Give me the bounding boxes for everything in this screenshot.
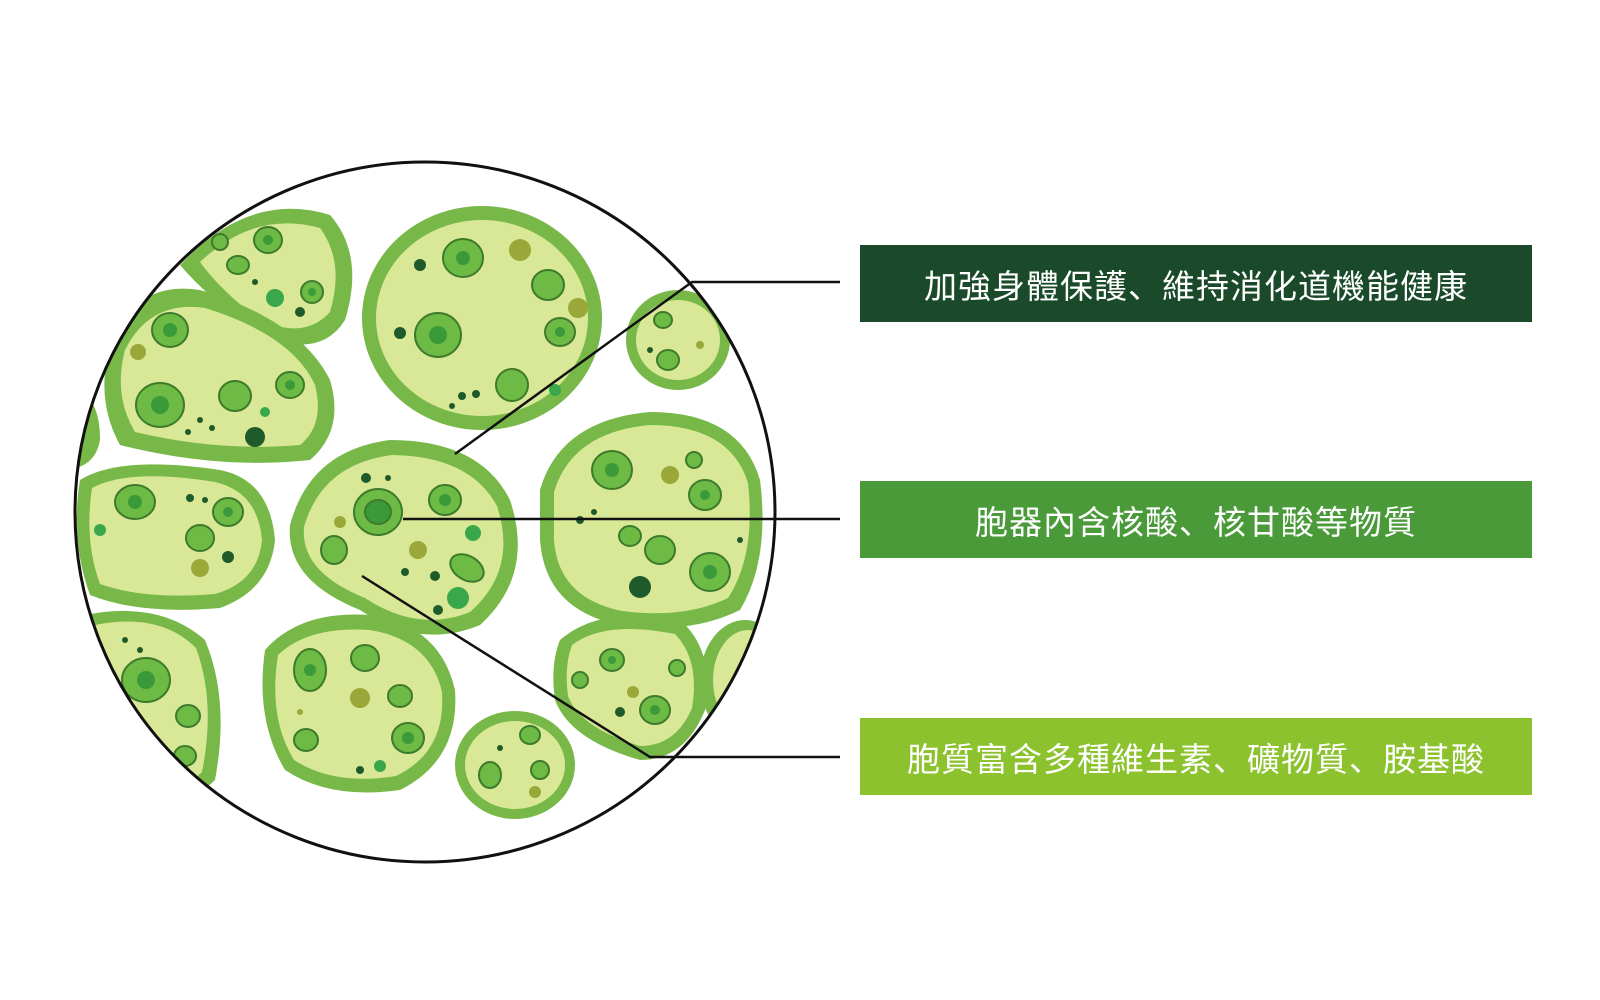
label-text: 胞器內含核酸、核甘酸等物質: [975, 502, 1417, 542]
leader-line-3: [361, 574, 840, 759]
cell: [262, 614, 456, 793]
label-text: 加強身體保護、維持消化道機能健康: [924, 266, 1468, 306]
cell-cluster: [75, 206, 775, 819]
cell: [626, 290, 730, 390]
label-box-protection: 加強身體保護、維持消化道機能健康: [860, 245, 1532, 322]
label-text: 胞質富含多種維生素、礦物質、胺基酸: [907, 739, 1485, 779]
cell: [700, 620, 775, 740]
cell: [362, 206, 602, 430]
cell: [455, 711, 575, 819]
cell: [289, 440, 518, 635]
label-box-cytoplasm: 胞質富含多種維生素、礦物質、胺基酸: [860, 718, 1532, 795]
label-box-organelle: 胞器內含核酸、核甘酸等物質: [860, 481, 1532, 558]
cell: [104, 288, 335, 463]
magnifier-circle: [73, 160, 777, 864]
leader-lines: [361, 280, 840, 759]
leader-line-1: [454, 280, 840, 456]
cell: [84, 610, 221, 805]
cell: [180, 208, 353, 345]
cell: [553, 615, 708, 760]
cell: [76, 464, 276, 610]
